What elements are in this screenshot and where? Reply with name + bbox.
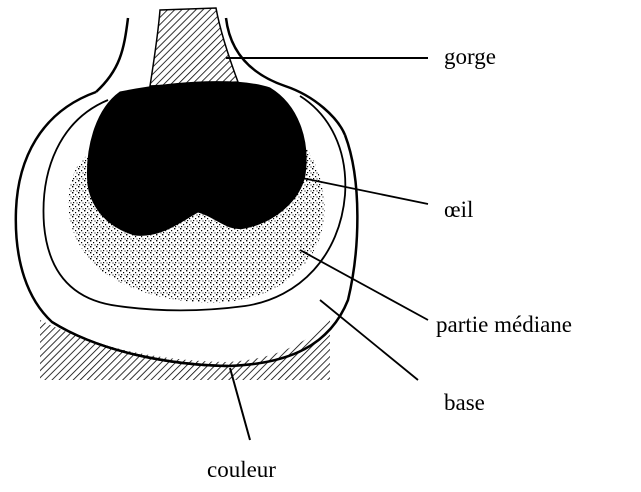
- label-couleur: couleur: [207, 457, 276, 482]
- couleur-base-hatching: [40, 315, 340, 385]
- label-oeil: œil: [444, 197, 473, 222]
- label-partie-mediane: partie médiane: [436, 312, 572, 337]
- partie-mediane-leader-line: [300, 250, 428, 320]
- base-leader-line: [320, 300, 418, 380]
- label-gorge: gorge: [444, 44, 496, 69]
- gorge-hatched-region: [150, 8, 238, 86]
- oeil-black-region: [87, 82, 306, 236]
- neck-outline-left: [96, 18, 128, 92]
- label-base: base: [444, 390, 485, 415]
